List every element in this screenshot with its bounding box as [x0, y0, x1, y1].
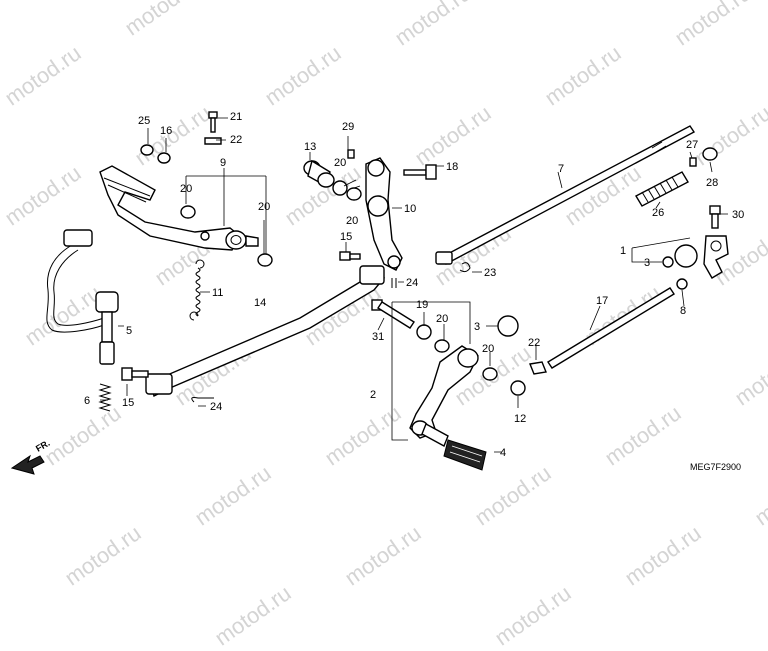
- callout-2: 2: [370, 389, 376, 401]
- callout-23: 23: [484, 267, 496, 279]
- bolt-31[interactable]: [371, 299, 415, 329]
- callout-6: 6: [84, 395, 90, 407]
- washer-19[interactable]: [416, 324, 432, 340]
- clip-23[interactable]: [459, 262, 471, 273]
- callout-8: 8: [680, 305, 686, 317]
- joint-1[interactable]: [674, 235, 729, 279]
- callout-20-b: 20: [258, 201, 270, 213]
- leader-lines: [100, 117, 728, 453]
- callout-30: 30: [732, 209, 744, 221]
- washer-20-a[interactable]: [180, 205, 196, 219]
- callout-9: 9: [220, 157, 226, 169]
- direction-label: FR.: [34, 438, 52, 454]
- washer-16[interactable]: [157, 152, 171, 164]
- brake-rod-14[interactable]: [145, 265, 386, 398]
- shift-arm-10[interactable]: [365, 157, 403, 271]
- bushing-12[interactable]: [510, 380, 526, 396]
- callout-18: 18: [446, 161, 458, 173]
- washer-20-d[interactable]: [346, 187, 362, 201]
- callout-20-c: 20: [334, 157, 346, 169]
- callout-27: 27: [686, 139, 698, 151]
- ball-joint-3-b[interactable]: [497, 315, 519, 337]
- washer-25[interactable]: [140, 144, 154, 156]
- callout-24-a: 24: [406, 277, 418, 289]
- washer-8[interactable]: [676, 278, 688, 290]
- callout-7: 7: [558, 163, 564, 175]
- callout-14: 14: [254, 297, 266, 309]
- callout-1: 1: [620, 245, 626, 257]
- spring-26[interactable]: [635, 171, 689, 207]
- callout-labels: 1 2 3 3 4 5 6 7 8 9 10 11 12 13 14 15 15…: [84, 111, 744, 459]
- callout-15-b: 15: [122, 397, 134, 409]
- washer-20-b[interactable]: [257, 253, 273, 267]
- washer-20-e[interactable]: [434, 339, 450, 353]
- front-direction-arrow: FR.: [10, 438, 52, 475]
- nut-28[interactable]: [702, 147, 718, 161]
- callout-4: 4: [500, 447, 506, 459]
- callout-20-f: 20: [482, 343, 494, 355]
- shift-rod-7[interactable]: [435, 125, 696, 265]
- tie-rod-17[interactable]: [547, 287, 675, 369]
- callout-28: 28: [706, 177, 718, 189]
- bolt-21[interactable]: [208, 111, 218, 133]
- brake-switch-5[interactable]: [46, 229, 119, 365]
- bolt-30[interactable]: [709, 205, 721, 229]
- bolt-15-a[interactable]: [121, 367, 149, 381]
- watermark-text: motod.ru: [210, 580, 296, 651]
- pin-27[interactable]: [689, 157, 697, 167]
- watermark-text: motod.ru: [490, 580, 576, 651]
- callout-22-a: 22: [230, 134, 242, 146]
- bushing-13[interactable]: [303, 159, 335, 188]
- callout-25: 25: [138, 115, 150, 127]
- callout-20-d: 20: [346, 215, 358, 227]
- callout-3-a: 3: [644, 257, 650, 269]
- callout-16: 16: [160, 125, 172, 137]
- spring-6[interactable]: [98, 383, 112, 412]
- callout-20-e: 20: [436, 313, 448, 325]
- diagram-code: MEG7F2900: [690, 462, 742, 472]
- callout-31: 31: [372, 331, 384, 343]
- washer-20-c[interactable]: [332, 180, 348, 196]
- nut-22-b[interactable]: [529, 361, 547, 375]
- callout-13: 13: [304, 141, 316, 153]
- callout-20-a: 20: [180, 183, 192, 195]
- brake-pedal[interactable]: [99, 165, 259, 251]
- callout-12: 12: [514, 413, 526, 425]
- callout-26: 26: [652, 207, 664, 219]
- spring-11[interactable]: [189, 259, 205, 321]
- parts-diagram: 1 2 3 3 4 5 6 7 8 9 10 11 12 13 14 15 15…: [10, 111, 744, 475]
- callout-15-a: 15: [340, 231, 352, 243]
- callout-17: 17: [596, 295, 608, 307]
- callout-10: 10: [404, 203, 416, 215]
- washer-20-f[interactable]: [482, 367, 498, 381]
- shift-pedal-2[interactable]: [409, 345, 479, 447]
- screw-29[interactable]: [347, 149, 355, 159]
- cotter-pin-24-b[interactable]: [391, 278, 397, 288]
- callout-11: 11: [212, 287, 223, 299]
- callout-3-b: 3: [474, 321, 480, 333]
- callout-29: 29: [342, 121, 354, 133]
- nut-22[interactable]: [204, 137, 222, 145]
- callout-24-b: 24: [210, 401, 222, 413]
- callout-19: 19: [416, 299, 428, 311]
- callout-21: 21: [230, 111, 242, 123]
- nut-3-a[interactable]: [662, 256, 674, 268]
- callout-5: 5: [126, 325, 132, 337]
- bolt-18[interactable]: [403, 164, 437, 180]
- shift-rubber-4[interactable]: [443, 439, 487, 471]
- callout-22-b: 22: [528, 337, 540, 349]
- cotter-pin-24-a[interactable]: [191, 397, 214, 403]
- bolt-15-b[interactable]: [339, 251, 361, 261]
